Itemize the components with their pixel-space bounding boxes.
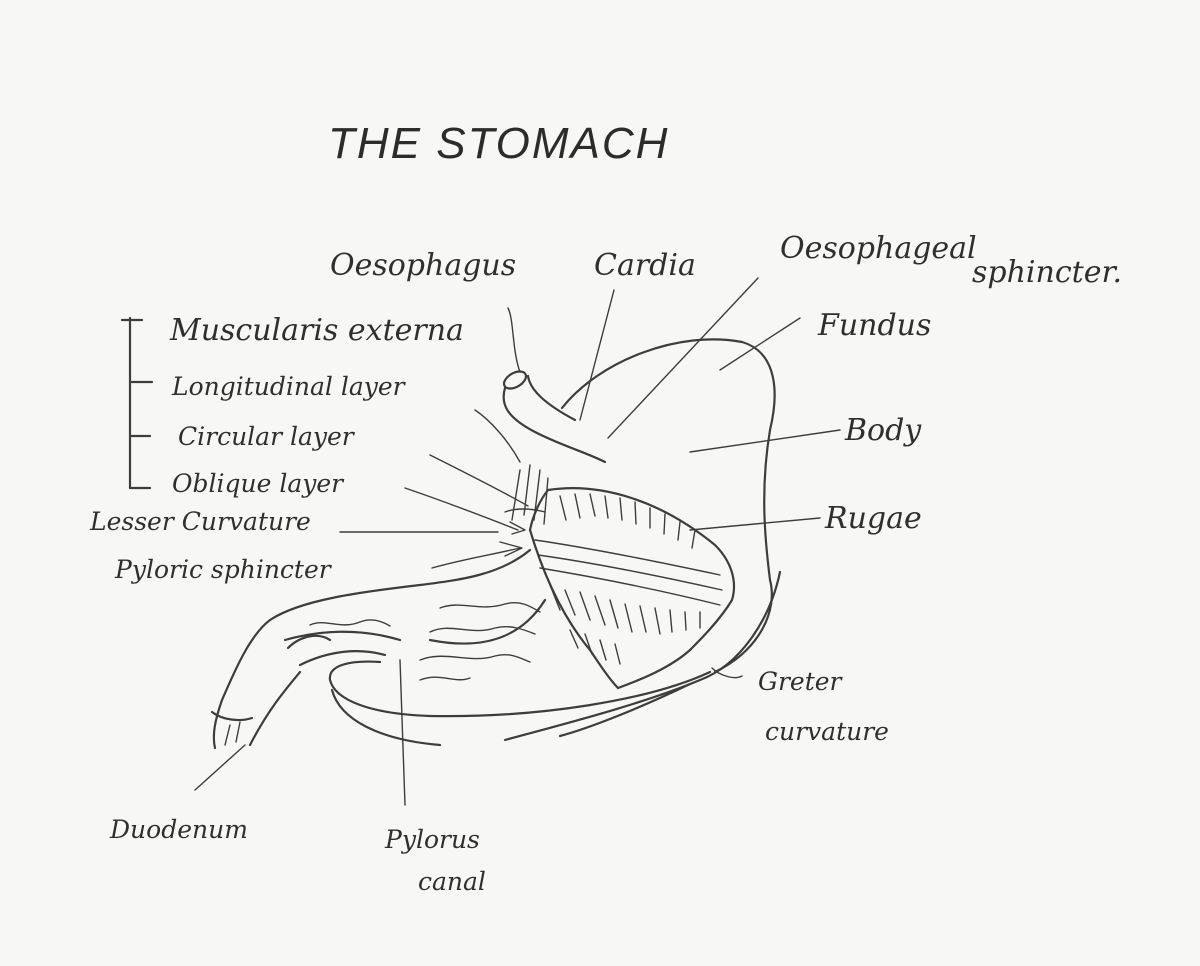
label-lesser-curvature: Lesser Curvature bbox=[89, 507, 311, 536]
label-cardia: Cardia bbox=[594, 248, 696, 283]
layer-bracket bbox=[120, 316, 154, 490]
label-body: Body bbox=[844, 413, 922, 448]
label-duodenum: Duodenum bbox=[109, 815, 248, 844]
label-curvature: curvature bbox=[765, 717, 889, 746]
label-greter: Greter bbox=[758, 667, 844, 696]
muscle-wall-cutaway bbox=[504, 464, 736, 690]
label-fundus: Fundus bbox=[817, 308, 931, 343]
label-circular-layer: Circular layer bbox=[178, 422, 356, 451]
diagram-title: THE STOMACH bbox=[328, 119, 669, 168]
label-pylorus: Pylorus bbox=[384, 825, 480, 854]
label-oesophagus: Oesophagus bbox=[330, 248, 516, 283]
label-oblique-layer: Oblique layer bbox=[172, 469, 345, 498]
label-pyloric-sphincter: Pyloric sphincter bbox=[114, 555, 333, 584]
label-rugae: Rugae bbox=[824, 501, 922, 536]
label-canal: canal bbox=[418, 867, 486, 896]
label-sphincter: sphincter. bbox=[972, 255, 1122, 290]
leader-lines bbox=[194, 277, 841, 806]
stomach-outline bbox=[210, 338, 782, 750]
label-oesophageal: Oesophageal bbox=[780, 231, 977, 266]
label-longitudinal-layer: Longitudinal layer bbox=[171, 372, 407, 401]
label-muscularis-externa: Muscularis externa bbox=[169, 313, 464, 348]
